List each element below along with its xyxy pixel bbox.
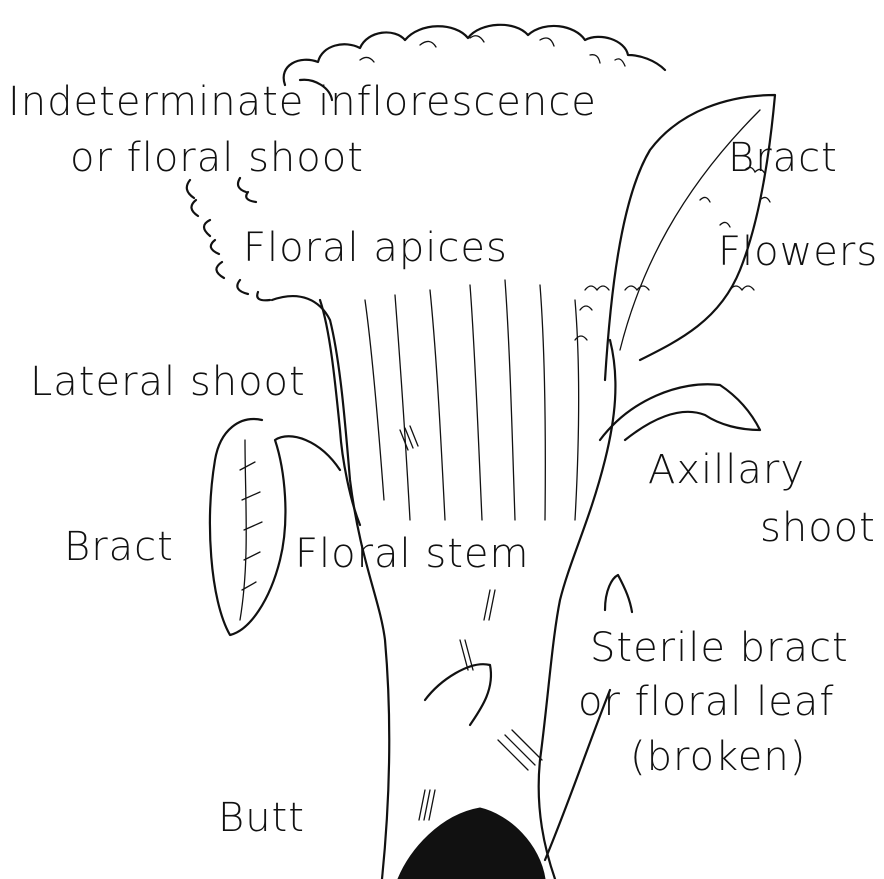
central-shoot-lines	[365, 280, 579, 520]
broken-leaf-scar	[425, 664, 491, 725]
label-bract-top: Bract	[728, 136, 838, 180]
label-bract-left: Bract	[64, 525, 174, 569]
label-broken: (broken)	[630, 735, 806, 779]
label-or-floral-shoot: or floral shoot	[70, 136, 364, 180]
label-axillary: Axillary	[648, 448, 805, 492]
label-sterile-bract: Sterile bract	[590, 626, 849, 670]
stem-hatching	[400, 426, 542, 820]
lateral-bract-vein	[240, 440, 262, 620]
label-indeterminate-inflorescence: Indeterminate inflorescence	[8, 80, 597, 124]
label-floral-apices: Floral apices	[243, 226, 508, 270]
butt-base-shading	[398, 808, 545, 879]
label-shoot: shoot	[760, 506, 876, 550]
label-floral-stem: Floral stem	[295, 532, 529, 576]
lateral-shoot-stem	[320, 300, 360, 525]
label-flowers: Flowers	[718, 230, 878, 274]
sterile-bract-tip	[605, 575, 632, 612]
lateral-bract-left	[210, 419, 340, 635]
label-lateral-shoot: Lateral shoot	[30, 360, 306, 404]
axillary-shoot-leaf	[600, 384, 760, 440]
label-or-floral-leaf: or floral leaf	[578, 680, 834, 724]
label-butt: Butt	[218, 796, 305, 840]
